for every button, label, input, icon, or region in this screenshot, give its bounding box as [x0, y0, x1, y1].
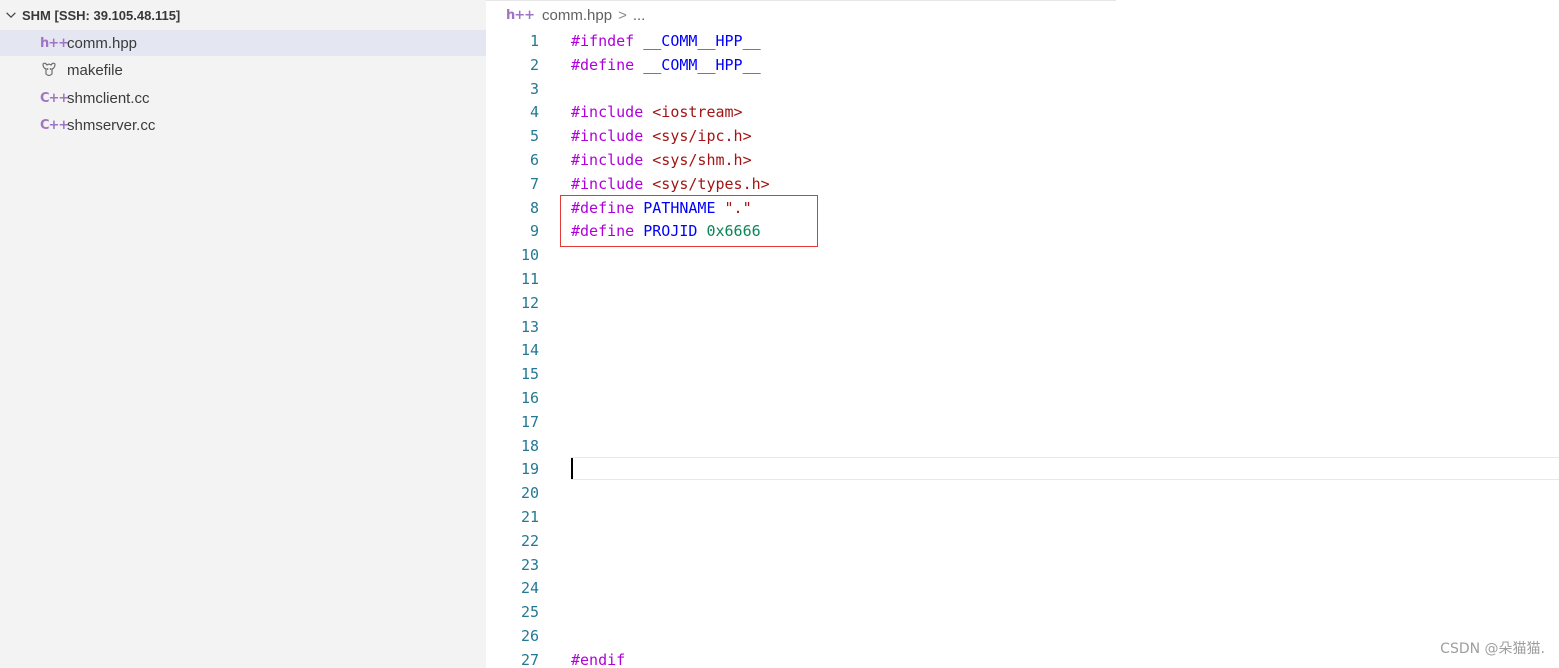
- line-number: 24: [520, 579, 539, 597]
- hpp-file-icon: h++: [40, 35, 69, 51]
- line-number: 4: [529, 103, 539, 121]
- code-token: #define: [571, 199, 644, 217]
- code-token: #define: [571, 56, 644, 74]
- text-cursor: [571, 458, 573, 479]
- cpp-file-icon: C++: [40, 117, 69, 133]
- line-number: 12: [520, 294, 539, 312]
- line-number: 23: [520, 556, 539, 574]
- code-line[interactable]: #define PATHNAME ".": [571, 196, 752, 220]
- code-line[interactable]: #define __COMM__HPP__: [571, 53, 761, 77]
- code-token: PROJID: [643, 222, 707, 240]
- tab-bar-edge: [486, 0, 1116, 1]
- code-token: <sys/types.h>: [652, 175, 770, 193]
- code-token: __COMM__HPP__: [643, 56, 761, 74]
- folder-header[interactable]: SHM [SSH: 39.105.48.115]: [0, 4, 486, 26]
- chevron-right-icon: >: [618, 6, 627, 24]
- line-number: 13: [520, 318, 539, 336]
- code-token: __COMM__HPP__: [643, 32, 761, 50]
- line-number: 19: [520, 460, 539, 478]
- line-number: 17: [520, 413, 539, 431]
- line-number: 3: [529, 80, 539, 98]
- code-line[interactable]: #include <iostream>: [571, 100, 743, 124]
- line-number: 16: [520, 389, 539, 407]
- breadcrumb-ellipsis[interactable]: ...: [632, 6, 646, 24]
- code-token: ".": [724, 199, 752, 217]
- breadcrumb[interactable]: h++ comm.hpp > ...: [506, 5, 645, 25]
- code-line[interactable]: #define PROJID 0x6666: [571, 219, 761, 243]
- code-line[interactable]: #include <sys/ipc.h>: [571, 124, 752, 148]
- file-item[interactable]: C++shmclient.cc: [0, 85, 486, 111]
- current-line-highlight: [571, 457, 1559, 480]
- line-number: 20: [520, 484, 539, 502]
- file-name: comm.hpp: [67, 34, 138, 52]
- breadcrumb-file[interactable]: comm.hpp: [542, 6, 613, 24]
- line-number: 9: [529, 222, 539, 240]
- code-token: #define: [571, 222, 644, 240]
- chevron-down-icon[interactable]: [4, 8, 18, 22]
- file-name: shmserver.cc: [67, 116, 156, 134]
- code-token: <sys/ipc.h>: [652, 127, 752, 145]
- line-number: 26: [520, 627, 539, 645]
- hpp-file-icon: h++: [506, 7, 535, 23]
- line-number: 1: [529, 32, 539, 50]
- code-token: PATHNAME: [643, 199, 725, 217]
- code-line[interactable]: #include <sys/shm.h>: [571, 148, 752, 172]
- line-number: 6: [529, 151, 539, 169]
- code-line[interactable]: #include <sys/types.h>: [571, 172, 770, 196]
- file-item[interactable]: h++comm.hpp: [0, 30, 486, 56]
- code-token: <sys/shm.h>: [652, 151, 752, 169]
- code-editor[interactable]: h++ comm.hpp > ... 1 #ifndef __COMM__HPP_…: [486, 0, 1559, 668]
- line-number: 7: [529, 175, 539, 193]
- line-number: 5: [529, 127, 539, 145]
- line-number: 21: [520, 508, 539, 526]
- line-number: 10: [520, 246, 539, 264]
- code-token: #endif: [571, 651, 626, 668]
- line-number: 18: [520, 437, 539, 455]
- code-token: #include: [571, 127, 653, 145]
- line-number: 8: [529, 199, 539, 217]
- code-token: #ifndef: [571, 32, 644, 50]
- line-number: 22: [520, 532, 539, 550]
- file-item[interactable]: makefile: [0, 57, 486, 83]
- line-number: 25: [520, 603, 539, 621]
- code-line[interactable]: #ifndef __COMM__HPP__: [571, 29, 761, 53]
- code-token: <iostream>: [652, 103, 743, 121]
- code-token: #include: [571, 175, 653, 193]
- line-number: 27: [520, 651, 539, 668]
- watermark: CSDN @朵猫猫.: [1440, 641, 1545, 657]
- code-token: #include: [571, 103, 653, 121]
- annotation-highlight-box: [560, 195, 818, 247]
- code-token: #include: [571, 151, 653, 169]
- line-number: 14: [520, 341, 539, 359]
- line-number: 2: [529, 56, 539, 74]
- line-number: 15: [520, 365, 539, 383]
- explorer-sidebar: SHM [SSH: 39.105.48.115] h++comm.hpp make…: [0, 0, 486, 668]
- code-token: 0x6666: [706, 222, 761, 240]
- file-name: shmclient.cc: [67, 89, 150, 107]
- file-item[interactable]: C++shmserver.cc: [0, 112, 486, 138]
- code-line[interactable]: #endif: [571, 648, 625, 668]
- file-name: makefile: [67, 61, 123, 79]
- line-number: 11: [520, 270, 539, 288]
- cpp-file-icon: C++: [40, 90, 69, 106]
- makefile-icon: [40, 61, 60, 79]
- folder-label: SHM [SSH: 39.105.48.115]: [22, 7, 181, 23]
